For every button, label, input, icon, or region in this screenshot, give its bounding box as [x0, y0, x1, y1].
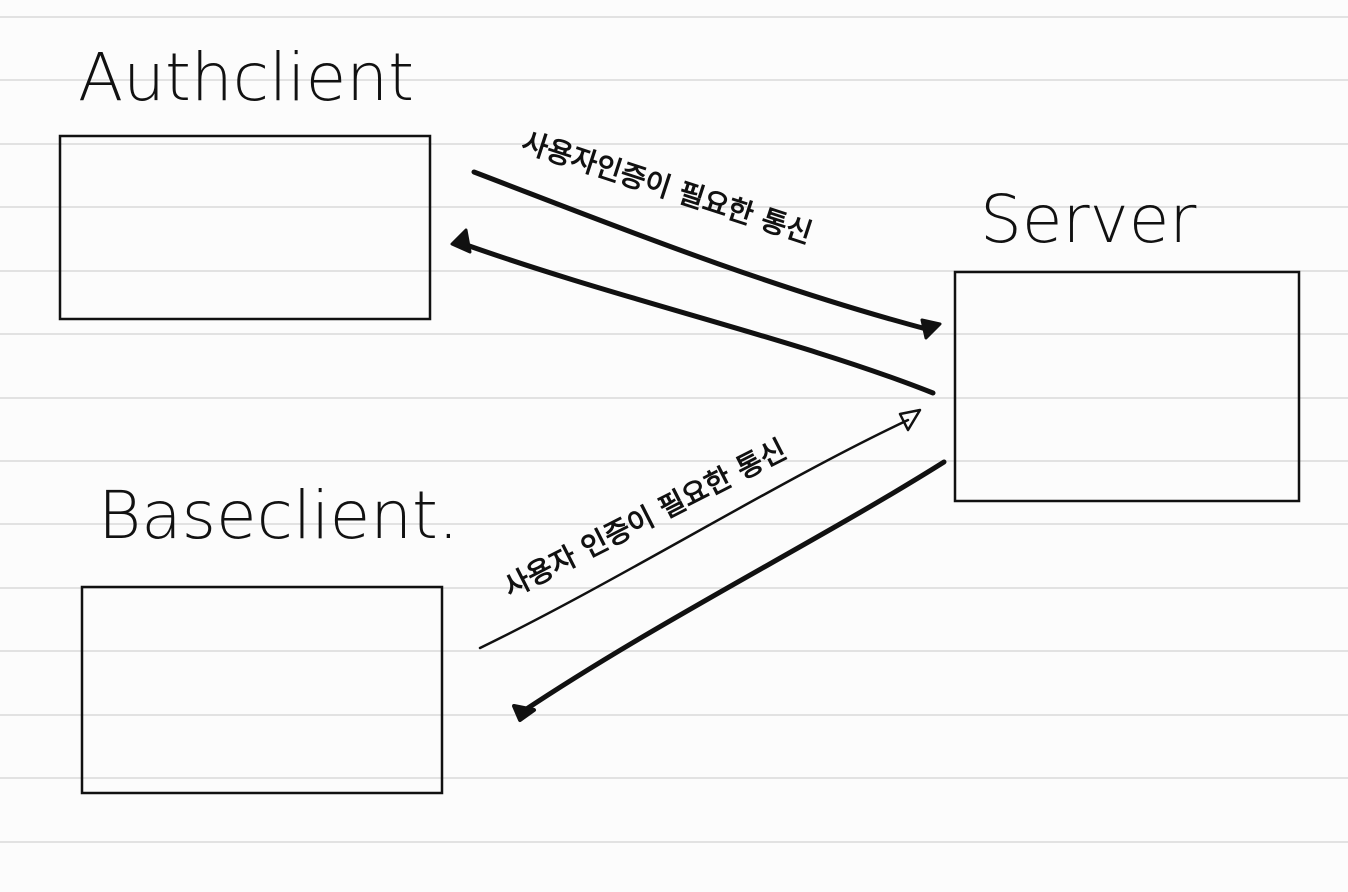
- auth-server-edge-label: 사용자인증이 필요한 통신: [518, 125, 816, 250]
- base-server-edge: 사용자 인증이 필요한 통신: [478, 408, 947, 722]
- arrow-server-to-auth: [455, 239, 936, 396]
- auth-client-node: Authclient: [58, 39, 432, 321]
- server-node: Server: [953, 181, 1301, 503]
- base-client-label: Baseclient.: [98, 477, 459, 554]
- arrowhead-base-to-server: [898, 408, 922, 432]
- auth-server-edge: 사용자인증이 필요한 통신: [450, 125, 942, 396]
- server-label: Server: [980, 181, 1197, 258]
- auth-client-label: Authclient: [78, 39, 414, 116]
- base-client-box: [80, 585, 444, 795]
- server-box: [953, 270, 1301, 503]
- base-client-node: Baseclient.: [80, 477, 459, 795]
- arrowhead-server-to-auth: [450, 228, 472, 254]
- arrowhead-server-to-base: [512, 704, 536, 722]
- arrow-base-to-server: [478, 418, 910, 650]
- arrow-server-to-base: [519, 459, 947, 715]
- arrow-auth-to-server: [471, 169, 933, 333]
- arrowhead-auth-to-server: [920, 318, 942, 340]
- auth-client-box: [58, 134, 432, 321]
